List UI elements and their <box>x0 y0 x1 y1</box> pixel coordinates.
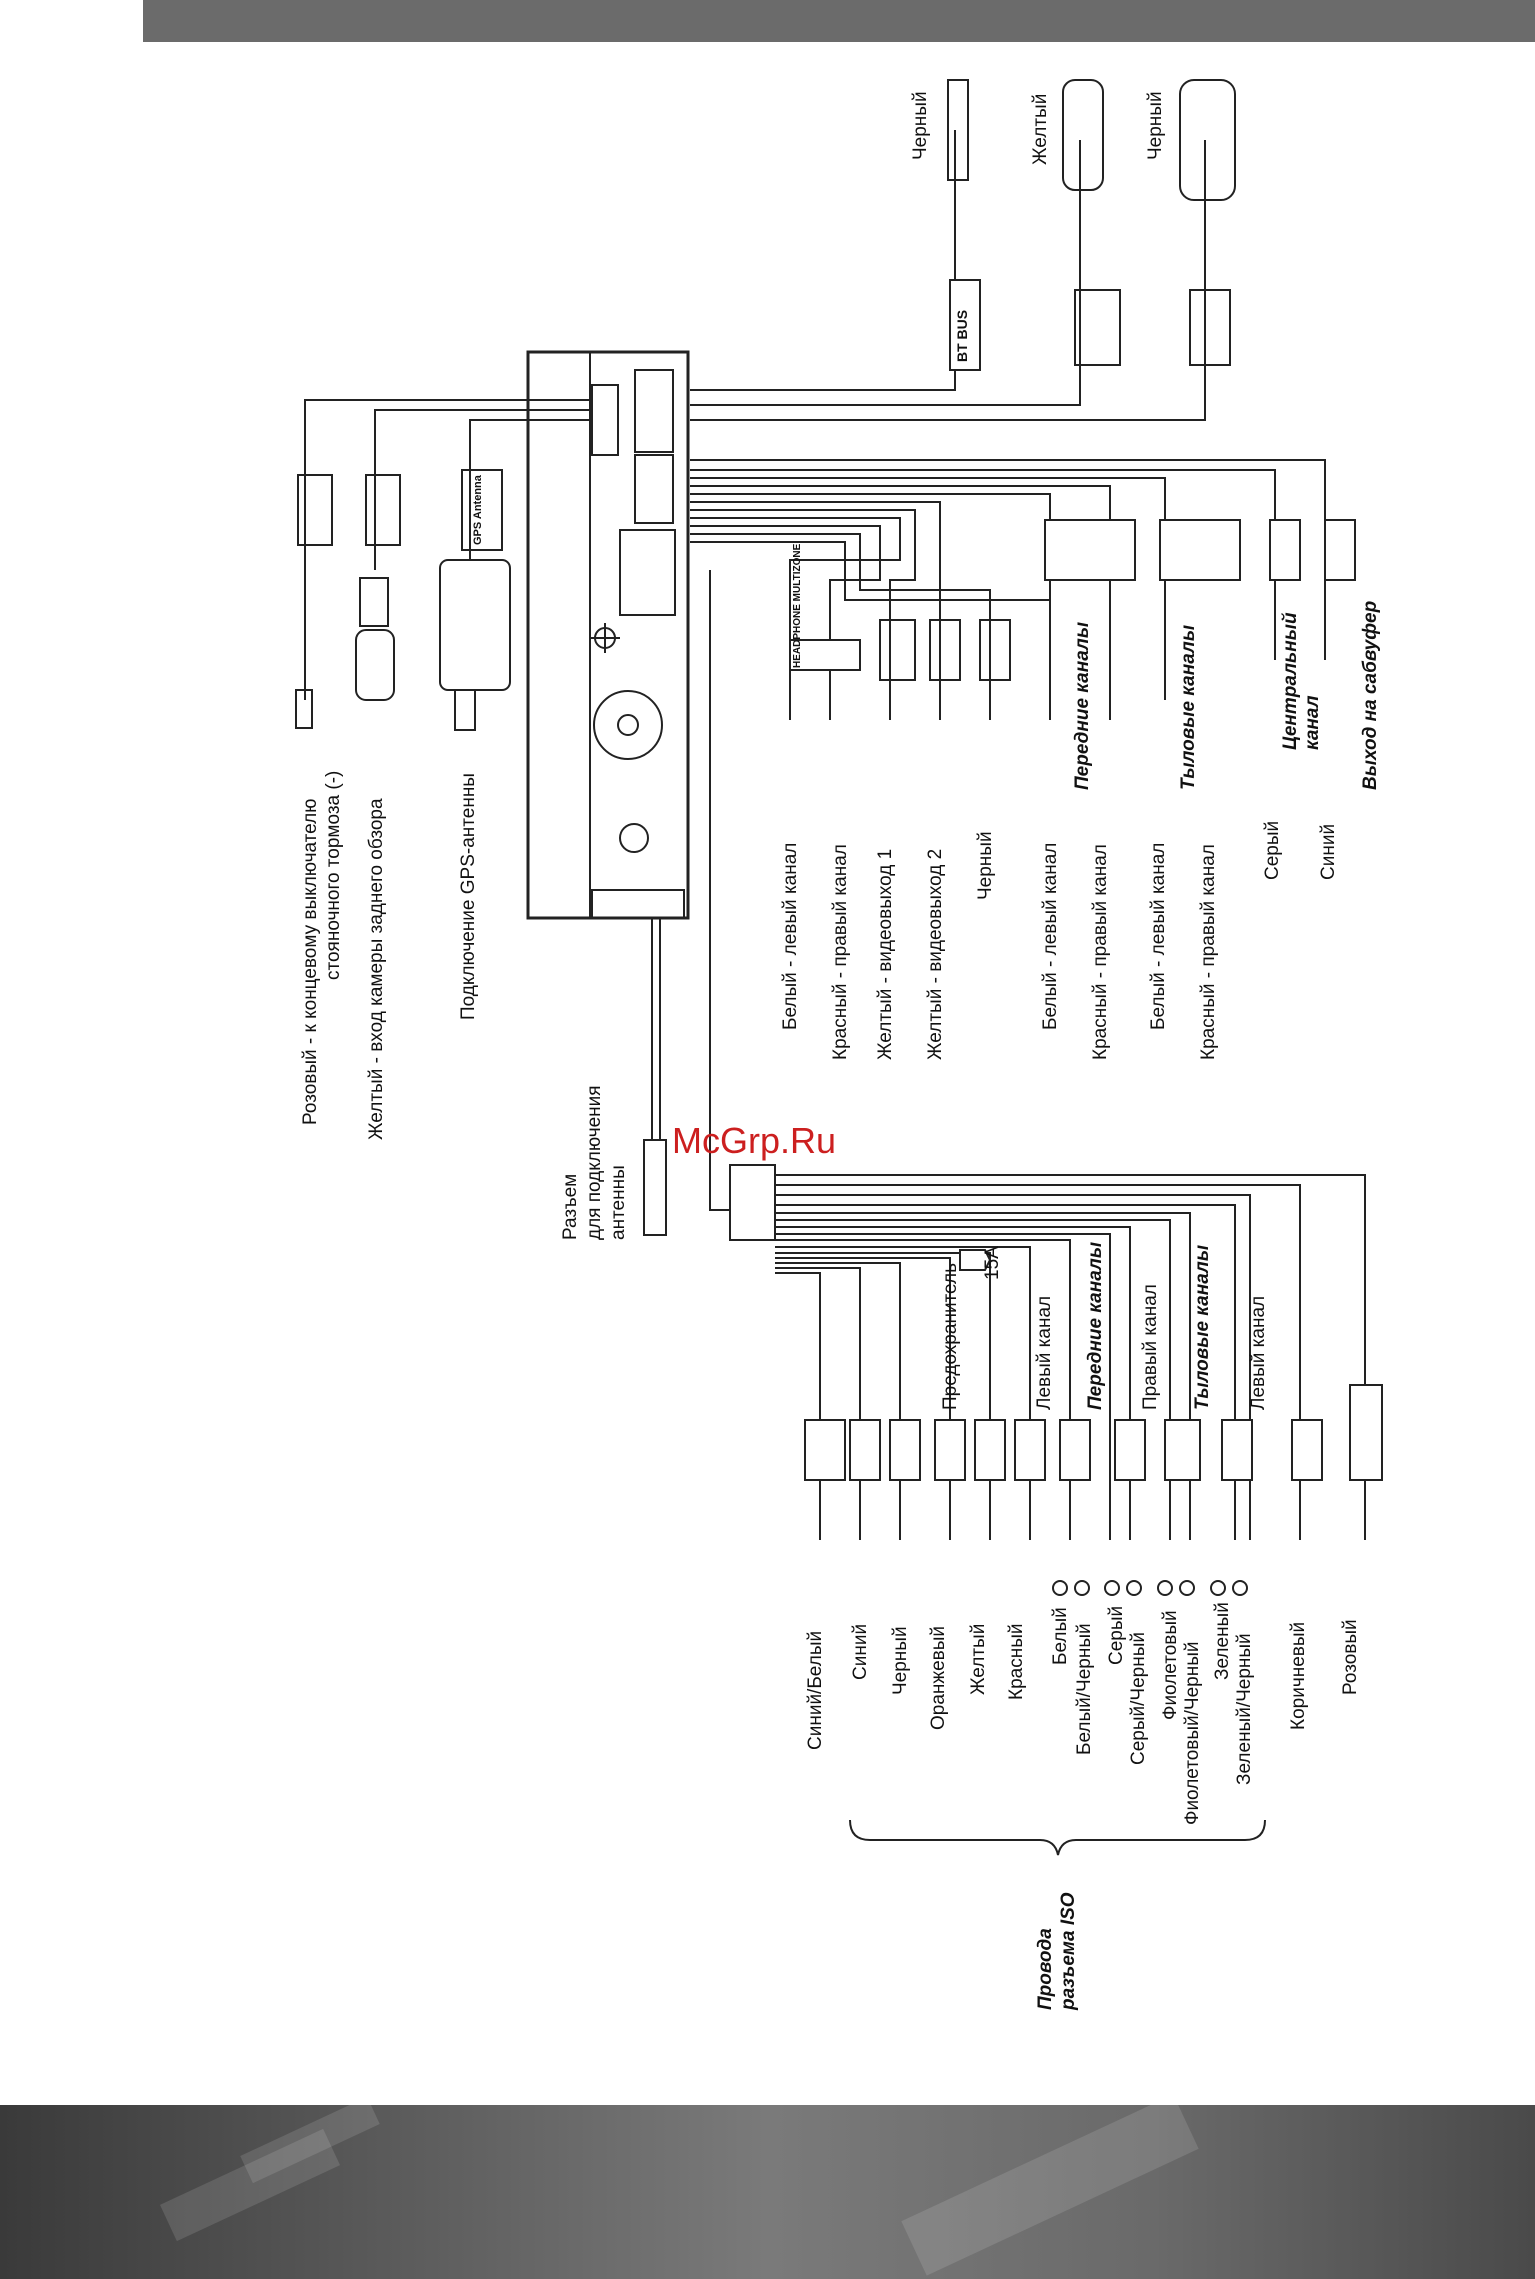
iso-wire-14: Зеленый/Черный <box>1234 1633 1255 1785</box>
rca-label-8: Белый - левый канал <box>1148 842 1169 1030</box>
iso-wire-8: Белый/Черный <box>1074 1623 1095 1755</box>
gps-label-box <box>461 469 503 551</box>
rca-front-group: Передние каналы <box>1072 621 1093 790</box>
iso-front: Передние каналы <box>1085 1241 1106 1410</box>
headphone-label: HEADPHONE MULTIZONE <box>792 543 803 668</box>
antenna-plug <box>643 1139 667 1236</box>
watermark: McGrp.Ru <box>672 1120 837 1161</box>
video2-sleeve <box>929 619 961 681</box>
yellow-video-plug <box>1062 79 1104 191</box>
antenna-label-3: антенны <box>608 1165 629 1240</box>
iso-wire-5: Желтый <box>968 1623 989 1695</box>
black-sleeve <box>1189 289 1231 366</box>
bt-color-label: Черный <box>910 91 931 160</box>
hole <box>619 823 649 853</box>
brake-terminal <box>295 689 313 729</box>
rca-sub-group: Выход на сабвуфер <box>1360 600 1381 790</box>
iso-caption-2: разъема ISO <box>1058 1892 1079 2010</box>
iso-wire-11: Фиолетовый <box>1160 1610 1181 1720</box>
video1-sleeve <box>879 619 916 681</box>
connector-a <box>634 369 674 453</box>
bt-bus-plug <box>947 79 969 181</box>
camera-sleeve <box>365 474 401 546</box>
iso-wire-9: Серый <box>1106 1605 1127 1665</box>
connector-c <box>619 529 676 616</box>
rear-sleeve <box>1159 519 1241 581</box>
iso-fuse-label: Предохранитель <box>940 1263 961 1410</box>
top-bar <box>143 0 1535 42</box>
brake-label-2: стояночного тормоза (-) <box>323 770 344 980</box>
rca-label-2: Красный - правый канал <box>830 844 851 1060</box>
camera-ferrite <box>359 577 389 627</box>
iso-left2: Левый канал <box>1248 1295 1269 1410</box>
yellow-label: Желтый <box>1030 93 1051 165</box>
bt-bus-label <box>949 279 981 371</box>
gps-module <box>439 559 511 691</box>
rca-label-9: Красный - правый канал <box>1198 844 1219 1060</box>
rca-center-group-2: канал <box>1302 695 1323 750</box>
gps-box-label: GPS Antenna <box>472 475 484 545</box>
iso-wire-10: Серый/Черный <box>1128 1632 1149 1765</box>
iso-wire-2: Синий <box>850 1623 871 1680</box>
iso-wire-6: Красный <box>1006 1623 1027 1700</box>
rca-label-11: Синий <box>1318 823 1339 880</box>
fan-icon <box>593 690 663 760</box>
yellow-sleeve <box>1074 289 1121 366</box>
rca-label-4: Желтый - видеовыход 2 <box>925 848 946 1060</box>
iso-brace <box>849 1819 1266 1856</box>
unit-slot <box>591 384 619 456</box>
rca-label-3: Желтый - видеовыход 1 <box>875 848 896 1060</box>
brake-sleeve <box>297 474 333 546</box>
front-sleeve <box>1044 519 1136 581</box>
iso-wire-4: Оранжевый <box>928 1625 949 1730</box>
footer-band <box>0 2105 1535 2279</box>
brake-label-1: Розовый - к концевому выключателю <box>300 798 321 1125</box>
iso-wire-1: Синий/Белый <box>805 1630 826 1750</box>
antenna-label-1: Разъем <box>560 1173 581 1240</box>
iso-wire-15: Коричневый <box>1288 1621 1309 1730</box>
iso-left1: Левый канал <box>1034 1295 1055 1410</box>
rca-label-1: Белый - левый канал <box>780 842 801 1030</box>
iso-wire-12: Фиолетовый/Черный <box>1182 1641 1203 1826</box>
rca-label-5: Черный <box>975 831 996 900</box>
fuse-icon <box>959 1249 992 1271</box>
headphone-label-box <box>789 639 861 671</box>
iso-caption-1: Провода <box>1035 1928 1056 2010</box>
black-video-plug <box>1179 79 1236 201</box>
iso-wire-16: Розовый <box>1340 1619 1361 1695</box>
center-sleeve <box>1269 519 1301 581</box>
iso-wire-7: Белый <box>1050 1607 1071 1665</box>
black-out-sleeve <box>979 619 1011 681</box>
connector-b <box>634 454 674 524</box>
antenna-label-2: для подключения <box>584 1085 605 1240</box>
head-unit <box>526 350 690 920</box>
rca-label-10: Серый <box>1262 820 1283 880</box>
iso-rear: Тыловые каналы <box>1192 1244 1213 1410</box>
rca-center-group: Центральный <box>1280 612 1301 750</box>
camera-rca <box>355 629 395 701</box>
iso-fuse-value: 15A <box>982 1246 1003 1280</box>
black-label: Черный <box>1145 91 1166 160</box>
iso-connector <box>729 1164 776 1241</box>
sub-sleeve <box>1324 519 1356 581</box>
camera-label: Желтый - вход камеры заднего обзора <box>366 798 387 1140</box>
rca-label-7: Красный - правый канал <box>1090 844 1111 1060</box>
iso-wire-3: Черный <box>890 1626 911 1695</box>
gps-label: Подключение GPS-антенны <box>458 773 479 1020</box>
iso-right: Правый канал <box>1140 1284 1161 1410</box>
bt-bus-text: BT BUS <box>954 309 970 362</box>
rca-rear-group: Тыловые каналы <box>1178 624 1199 790</box>
iso-wire-13: Зеленый <box>1212 1602 1233 1680</box>
rca-label-6: Белый - левый канал <box>1040 842 1061 1030</box>
